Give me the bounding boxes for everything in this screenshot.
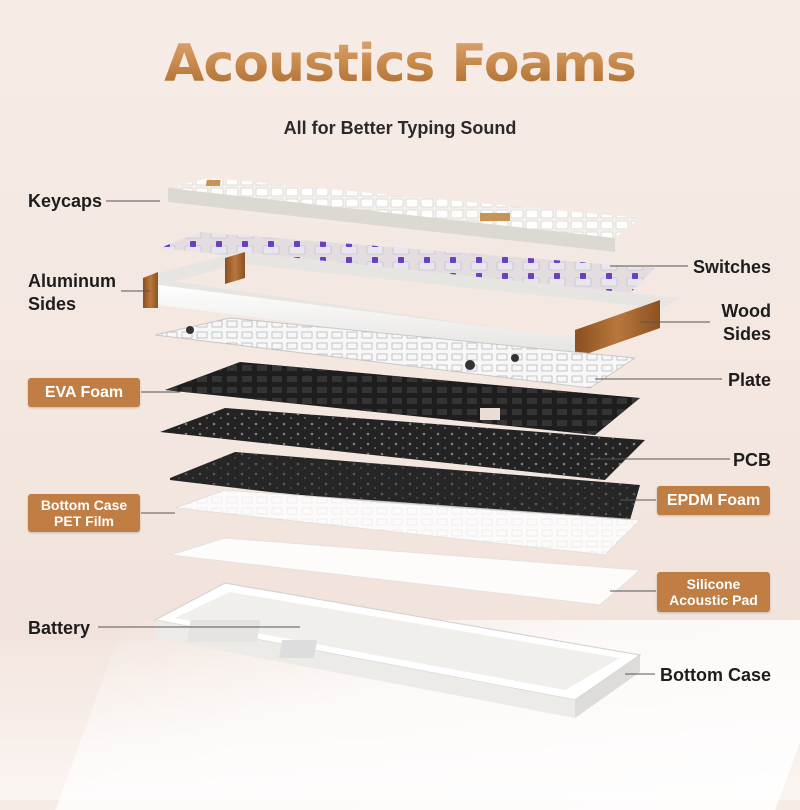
silicone-pad-layer	[169, 537, 642, 606]
label-pcb: PCB	[732, 450, 771, 470]
badge-silicone-line1: Silicone	[686, 576, 741, 592]
plate-layer	[154, 317, 637, 389]
badge-bottom-case-pet-film: Bottom Case PET Film	[28, 494, 140, 532]
badge-bottom-case-pet-line1: Bottom Case	[40, 497, 128, 513]
badge-silicone-acoustic-pad: Silicone Acoustic Pad	[657, 572, 770, 612]
frame-layer	[141, 251, 681, 358]
label-switches: Switches	[692, 257, 771, 277]
bottom-case-layer	[153, 582, 642, 718]
pet-film-layer	[174, 489, 642, 556]
label-keycaps: Keycaps	[28, 191, 103, 211]
label-wood-sides-line2: Sides	[722, 324, 771, 344]
keycaps-layer	[168, 178, 640, 252]
badge-silicone-line2: Acoustic Pad	[669, 592, 758, 608]
leader-lines	[98, 200, 730, 675]
label-plate: Plate	[727, 370, 771, 390]
page-title: Acoustics Foams	[0, 34, 800, 94]
label-battery: Battery	[28, 618, 91, 638]
label-wood-sides-line1: Wood	[721, 301, 771, 321]
eva-foam-layer	[165, 362, 640, 435]
badge-bottom-case-pet-line2: PET Film	[54, 513, 114, 529]
badge-eva-foam: EVA Foam	[28, 378, 140, 407]
label-aluminum-sides-line1: Aluminum	[28, 271, 116, 291]
label-bottom-case: Bottom Case	[659, 665, 771, 685]
switches-layer	[160, 232, 655, 298]
epdm-foam-layer	[170, 452, 640, 520]
badge-epdm-foam: EPDM Foam	[657, 486, 770, 515]
page-subtitle: All for Better Typing Sound	[283, 118, 517, 138]
pcb-layer	[160, 408, 645, 480]
label-aluminum-sides-line2: Sides	[28, 294, 77, 314]
